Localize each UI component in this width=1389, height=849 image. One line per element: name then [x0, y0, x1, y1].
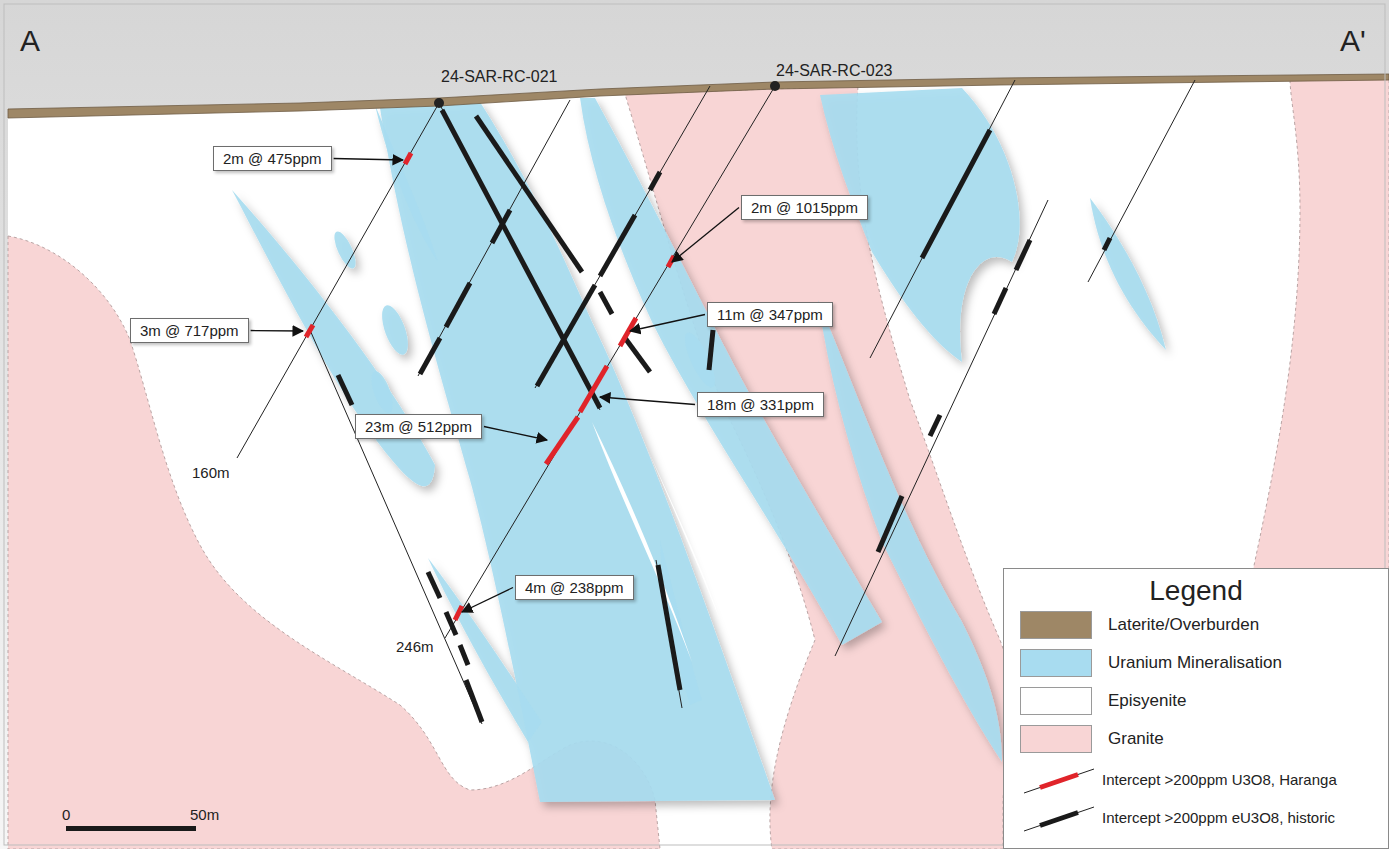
leader-arrow — [334, 159, 403, 161]
intercept-text: 18m @ 331ppm — [707, 396, 814, 413]
section-end-label: A' — [1340, 24, 1366, 58]
intercept-text: 23m @ 512ppm — [365, 418, 472, 435]
legend-title: Legend — [1004, 575, 1388, 607]
leader-arrow — [462, 588, 513, 613]
legend-text: Intercept >200ppm eU3O8, historic — [1102, 809, 1335, 826]
leader-arrow — [672, 208, 739, 263]
intercept-text: 4m @ 238ppm — [525, 579, 624, 596]
scale-label: 0 — [62, 806, 70, 823]
legend-text: Episyenite — [1108, 691, 1186, 711]
intercept-text: 11m @ 347ppm — [717, 306, 823, 323]
legend-text: Uranium Mineralisation — [1108, 653, 1282, 673]
intercept-callout: 3m @ 717ppm — [130, 318, 249, 343]
legend-line-sample — [1018, 767, 1098, 795]
section-end-label: A — [20, 24, 40, 58]
collar-label: 24-SAR-RC-023 — [776, 62, 892, 80]
intercept-callout: 2m @ 1015ppm — [741, 195, 868, 220]
leader-arrow — [251, 330, 303, 332]
legend-swatch — [1020, 649, 1092, 677]
leader-arrow — [484, 427, 547, 441]
leader-arrow — [600, 397, 695, 405]
legend-swatch — [1020, 687, 1092, 715]
scale-label: 50m — [190, 806, 219, 823]
intercept-callout: 2m @ 475ppm — [213, 146, 332, 171]
intercept-callout: 18m @ 331ppm — [697, 392, 824, 417]
intercept-text: 2m @ 1015ppm — [751, 199, 858, 216]
leader-arrow — [630, 315, 705, 332]
collar-label: 24-SAR-RC-021 — [441, 68, 557, 86]
legend-line-sample — [1018, 805, 1098, 833]
intercept-text: 3m @ 717ppm — [140, 322, 239, 339]
legend-text: Laterite/Overburden — [1108, 615, 1259, 635]
depth-label: 246m — [396, 638, 434, 655]
intercept-callout: 11m @ 347ppm — [707, 302, 833, 327]
intercept-callout: 23m @ 512ppm — [355, 414, 482, 439]
intercept-text: 2m @ 475ppm — [223, 150, 322, 167]
legend-text: Intercept >200ppm U3O8, Haranga — [1102, 771, 1337, 788]
legend-swatch — [1020, 725, 1092, 753]
intercept-callout: 4m @ 238ppm — [515, 575, 634, 600]
legend-box: LegendLaterite/OverburdenUranium Mineral… — [1003, 568, 1389, 849]
legend-swatch — [1020, 611, 1092, 639]
legend-text: Granite — [1108, 729, 1164, 749]
depth-label: 160m — [192, 464, 230, 481]
